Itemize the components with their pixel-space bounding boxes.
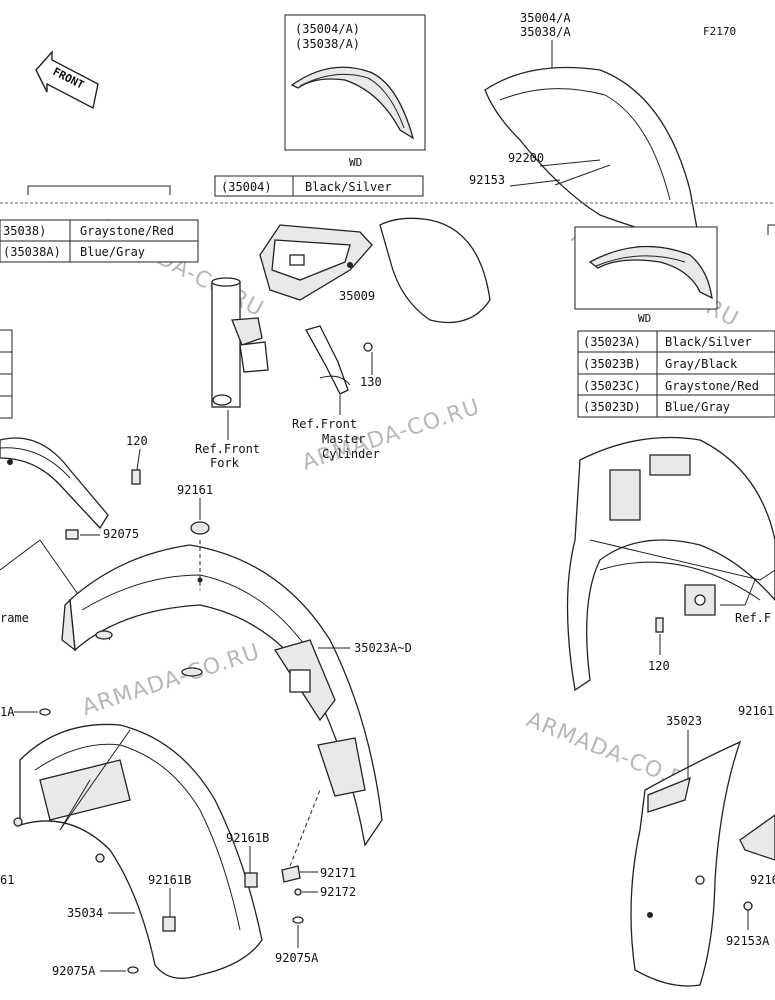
callout-92171: 92171 <box>320 866 356 880</box>
inset-top-ref-1: (35004/A) <box>295 22 360 36</box>
watermark-4: ARMADA-CO.RU <box>79 640 263 721</box>
rear-fender-main: 35023A~D <box>61 540 412 847</box>
table-left-partial <box>0 329 13 419</box>
bolt-120-top: 120 <box>126 434 148 485</box>
inset-right-caption: WD <box>638 312 651 325</box>
ref-front-fork-1: Ref.Front <box>195 442 260 456</box>
frame-leaders-left: rame <box>0 539 111 641</box>
master-cylinder-bracket: 130 Ref.Front Master Cylinder <box>292 325 382 461</box>
inset-top: (35004/A) (35038/A) WD <box>284 14 426 169</box>
inset-top-caption: WD <box>349 156 362 169</box>
callout-92153a: 92153A <box>726 934 770 948</box>
bolt-120-right: 120 <box>648 617 670 673</box>
callout-92161-right: 92161 <box>738 704 774 718</box>
callout-130: 130 <box>360 375 382 389</box>
table-35004-code: (35004) <box>221 180 272 194</box>
front-arrow-badge: FRONT <box>35 50 99 110</box>
callout-92161-top: 92161 <box>177 483 213 497</box>
inner-fender-35034: 92161B 92161B 35034 1A 61 <box>0 705 269 979</box>
table-35023-color-4: Blue/Gray <box>665 400 730 414</box>
callout-92075a-1: 92075A <box>275 951 319 965</box>
diagram-code: F2170 <box>703 25 736 38</box>
callout-35038-a: 35038/A <box>520 25 571 39</box>
callout-92200: 92200 <box>508 151 544 165</box>
front-fender-top: 35004/A 35038/A 92200 92153 <box>469 11 701 246</box>
table-35038-code-1: 35038) <box>3 224 46 238</box>
callout-92153: 92153 <box>469 173 505 187</box>
clips-92075a: 92075A 92075A <box>52 916 319 978</box>
table-35023-color-3: Graystone/Red <box>665 379 759 393</box>
bolt-92171: 92171 92172 <box>281 789 356 899</box>
front-fender-lower <box>379 217 491 324</box>
callout-92075a-2: 92075A <box>52 964 96 978</box>
table-35038-code-2: (35038A) <box>3 245 61 259</box>
front-fork: Ref.Front Fork <box>195 277 269 470</box>
grommet-92161: 92161 <box>177 483 213 535</box>
callout-left-1a: 1A <box>0 705 15 719</box>
clip-92075: 92075 <box>65 527 139 541</box>
table-35023-code-2: (35023B) <box>583 357 641 371</box>
callout-35023-a-d: 35023A~D <box>354 641 412 655</box>
callout-92172: 92172 <box>320 885 356 899</box>
ref-front-fork-2: Fork <box>210 456 240 470</box>
callout-35004-a: 35004/A <box>520 11 571 25</box>
ref-master-cyl-2: Master <box>322 432 365 446</box>
callout-92161-far: 9216 <box>750 873 775 887</box>
inset-right: WD <box>574 224 775 325</box>
left-rail <box>0 437 109 530</box>
bracket-35009: 35009 <box>259 224 375 303</box>
table-35023: (35023A) Black/Silver (35023B) Gray/Blac… <box>577 330 775 418</box>
table-35004: (35004) Black/Silver <box>214 175 424 197</box>
table-35038: 35038) Graystone/Red (35038A) Blue/Gray <box>0 185 199 263</box>
table-35038-color-1: Graystone/Red <box>80 224 174 238</box>
ref-frame-right: Ref.F <box>735 611 771 625</box>
table-35038-color-2: Blue/Gray <box>80 245 145 259</box>
rear-fender-side: 35023 92161 9216 92153A <box>630 704 775 987</box>
table-35004-color: Black/Silver <box>305 180 392 194</box>
table-35023-color-2: Gray/Black <box>665 357 738 371</box>
callout-92161b-2: 92161B <box>148 873 191 887</box>
callout-35009: 35009 <box>339 289 375 303</box>
table-35023-code-1: (35023A) <box>583 335 641 349</box>
ref-master-cyl-3: Cylinder <box>322 447 380 461</box>
ref-frame-left: rame <box>0 611 29 625</box>
inset-top-ref-2: (35038/A) <box>295 37 360 51</box>
callout-92075: 92075 <box>103 527 139 541</box>
callout-92161b-1: 92161B <box>226 831 269 845</box>
callout-120-top: 120 <box>126 434 148 448</box>
callout-left-61: 61 <box>0 873 14 887</box>
table-35023-color-1: Black/Silver <box>665 335 752 349</box>
callout-35023: 35023 <box>666 714 702 728</box>
ref-master-cyl-1: Ref.Front <box>292 417 357 431</box>
callout-120-right: 120 <box>648 659 670 673</box>
frame-right: Ref.F <box>566 436 775 692</box>
callout-35034: 35034 <box>67 906 103 920</box>
table-35023-code-3: (35023C) <box>583 379 641 393</box>
table-35023-code-4: (35023D) <box>583 400 641 414</box>
